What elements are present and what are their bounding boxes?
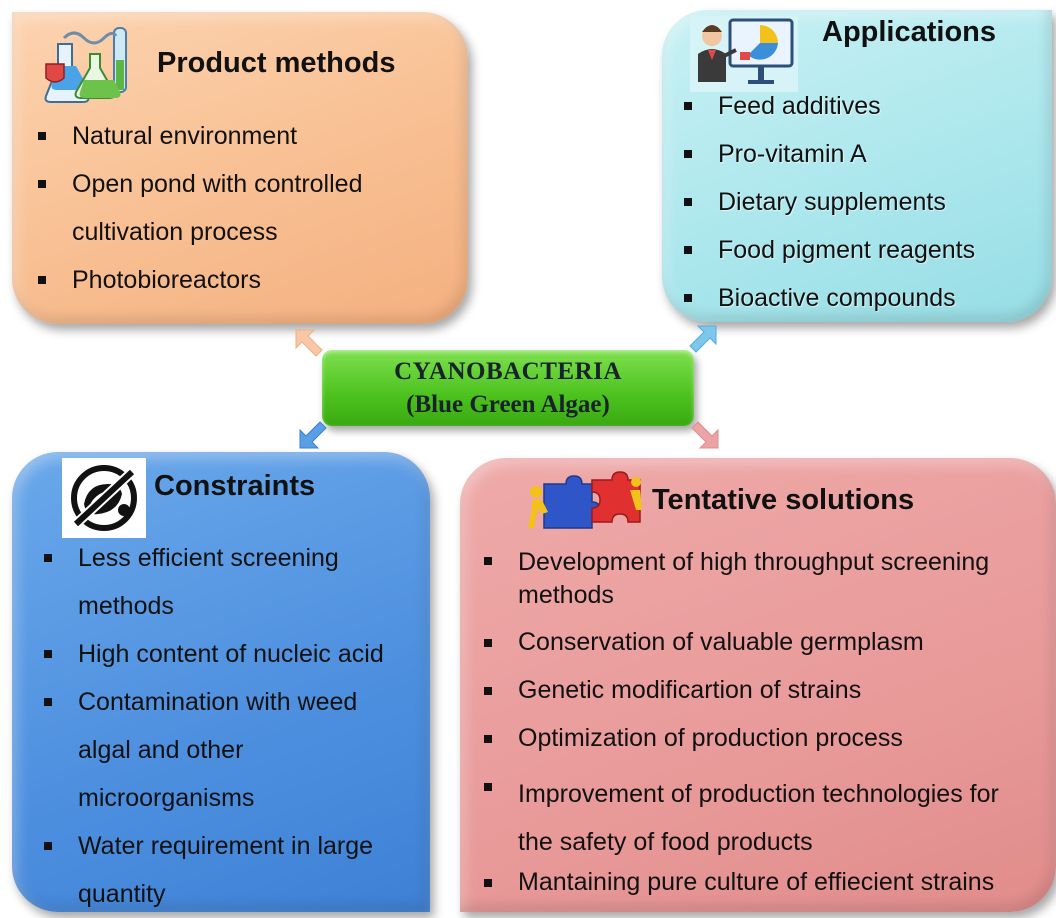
tentative-solutions-panel: Tentative solutions Development of high … [460,458,1056,912]
list-item: Natural environment [36,112,456,160]
presenter-monitor-icon [690,16,798,92]
tentative-solutions-list: Development of high throughput screening… [482,544,1038,906]
arrow-up-left-icon [295,329,323,357]
product-methods-title: Product methods [157,47,396,79]
list-item: Pro-vitamin A [682,130,1042,178]
list-item: Dietary supplements [682,178,1042,226]
arrow-down-right-icon [691,421,719,449]
list-item: Optimization of production process [482,722,1038,770]
arrow-up-right-icon [689,325,717,353]
center-title: CYANOBACTERIA [394,358,622,385]
list-item-continuation: algal and other [78,736,244,764]
list-item: Photobioreactors [36,256,456,304]
list-item: Development of high throughput screening… [482,544,1038,626]
list-item: High content of nucleic acid [42,630,422,678]
list-item: Feed additives [682,82,1042,130]
list-item: Mantaining pure culture of effiecient st… [482,866,1038,906]
puzzle-people-icon [528,471,642,529]
list-item: Open pond with controlled [36,160,456,208]
applications-list: Feed additives Pro-vitamin A Dietary sup… [682,82,1042,322]
list-item: Water requirement in large [42,822,422,870]
list-item: Less efficient screening [42,534,422,582]
constraints-title: Constraints [154,470,316,502]
list-item: Improvement of production technologies f… [482,770,1038,866]
applications-title: Applications [822,16,997,48]
tentative-solutions-title: Tentative solutions [652,484,915,516]
list-item: Bioactive compounds [682,274,1042,322]
lab-flasks-icon [44,27,127,103]
arrow-down-left-icon [299,421,327,449]
list-item-continuation: quantity [78,880,166,908]
applications-panel: Applications Feed additives Pro-vitamin … [662,10,1052,322]
list-item-continuation: methods [78,592,174,620]
product-methods-list: Natural environment Open pond with contr… [36,112,456,304]
list-item: Genetic modificartion of strains [482,674,1038,722]
constraints-panel: Constraints Less efficient screening met… [12,452,430,912]
no-bacteria-icon [62,458,146,538]
product-methods-panel: Product methods Natural environment Open… [12,12,468,324]
center-topic-box: CYANOBACTERIA (Blue Green Algae) [322,350,694,426]
center-subtitle: (Blue Green Algae) [406,391,610,418]
list-item: Food pigment reagents [682,226,1042,274]
list-item: Contamination with weed [42,678,422,726]
list-item-continuation: cultivation process [72,218,278,246]
constraints-list: Less efficient screening methods High co… [42,534,422,918]
list-item: Conservation of valuable germplasm [482,626,1038,674]
list-item-continuation: microorganisms [78,784,255,812]
